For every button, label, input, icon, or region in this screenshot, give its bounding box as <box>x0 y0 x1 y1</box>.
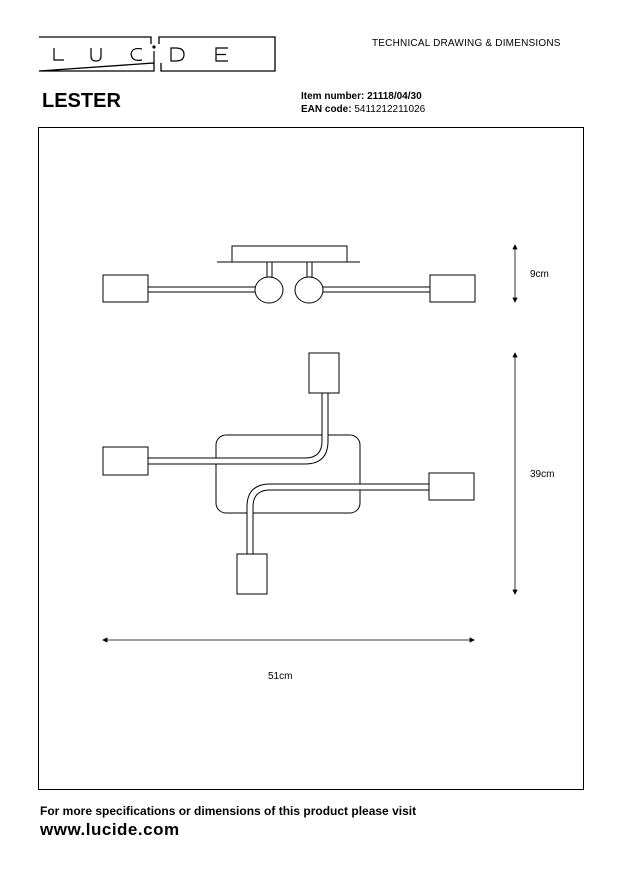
item-number: 21118/04/30 <box>367 91 422 102</box>
width-dimension: 51cm <box>268 671 293 682</box>
ean-code: 5411212211026 <box>354 104 426 115</box>
item-number-label: Item number: <box>301 91 365 102</box>
document-type: TECHNICAL DRAWING & DIMENSIONS <box>372 38 561 49</box>
depth-dimension: 39cm <box>530 469 555 480</box>
product-info: Item number: 21118/04/30 EAN code: 54112… <box>301 90 425 116</box>
height-dimension: 9cm <box>530 269 549 280</box>
ean-label: EAN code: <box>301 104 352 115</box>
drawing-frame <box>38 127 584 790</box>
footer-link[interactable]: www.lucide.com <box>40 820 180 839</box>
side-view <box>102 245 476 304</box>
dimension-lines <box>102 244 518 643</box>
top-view <box>102 352 475 595</box>
product-name: LESTER <box>42 90 121 112</box>
footer-text: For more specifications or dimensions of… <box>40 804 417 818</box>
lucide-logo <box>38 36 276 72</box>
